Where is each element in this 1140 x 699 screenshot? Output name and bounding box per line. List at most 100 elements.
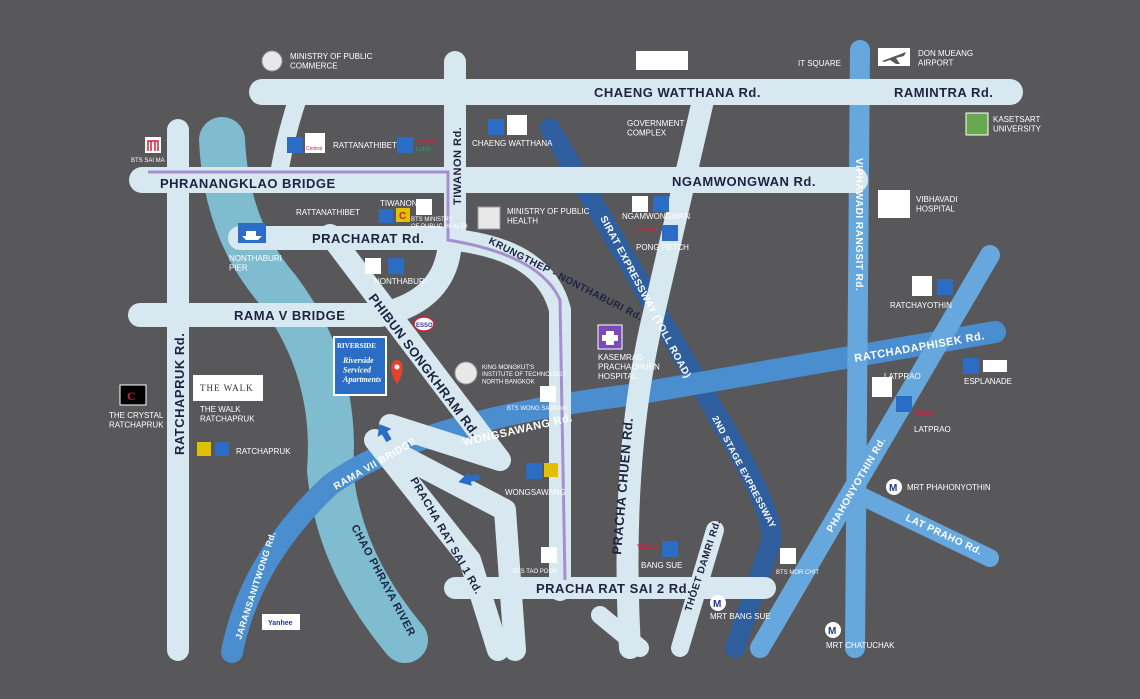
krungthep-nonthaburi-road <box>444 229 571 601</box>
label-pracharat: PRACHARAT Rd. <box>312 231 424 246</box>
shopping-cart-icon <box>662 225 678 241</box>
label-ratchapruk: RATCHAPRUK Rd. <box>172 333 187 455</box>
c-logo <box>396 208 410 222</box>
label-nonthaburi: NONTHABURI <box>374 277 427 286</box>
mrt-icon <box>710 595 726 611</box>
label-it-square: IT SQUARE <box>798 59 841 68</box>
the-walk-logo <box>193 375 263 401</box>
riverside-logo-text: RIVERSIDE <box>337 342 376 350</box>
mrt-icon <box>825 622 841 638</box>
pracha-chuen-lower <box>591 606 649 657</box>
label-latprao-top: LATPRAO <box>884 372 921 381</box>
tesco-logo-text: TESCO <box>416 140 437 146</box>
label-mrt-bang-sue: MRT BANG SUE <box>710 612 771 621</box>
shopping-cart-icon <box>963 358 979 374</box>
shopping-cart-icon <box>397 137 413 153</box>
label-mrt-chatuchak: MRT CHATUCHAK <box>826 641 895 650</box>
label-phranangklao: PHRANANGKLAO BRIDGE <box>160 176 336 191</box>
shopping-cart-icon <box>526 463 542 479</box>
esso-logo-text: ESSO <box>416 323 433 329</box>
lat-praho-road <box>846 484 999 567</box>
pracha-chuen-road <box>616 81 716 659</box>
shopping-cart-icon <box>662 541 678 557</box>
label-rama-v-bridge: RAMA V BRIDGE <box>234 308 345 323</box>
bts-icon <box>540 386 556 402</box>
rama-vii-bridge-road <box>221 321 1006 663</box>
phahonyothin-road <box>750 245 1000 658</box>
bts-icon <box>416 199 432 215</box>
c-logo <box>544 463 558 477</box>
central-logo <box>507 115 527 135</box>
thoet-damri-road <box>671 521 724 657</box>
ministry-seal-icon <box>261 50 283 72</box>
central-logo <box>872 377 892 397</box>
shopping-cart-icon <box>287 137 303 153</box>
label-ramintra: RAMINTRA Rd. <box>894 85 993 100</box>
label-bts-tao-poon: BTS TAO POON <box>513 569 557 575</box>
crystal-logo-text: C <box>127 389 136 403</box>
label-yanhee: Yanhee <box>268 620 293 627</box>
kmitnb-seal-icon <box>454 361 478 385</box>
label-pracha-rat-sai-2: PRACHA RAT SAI 2 Rd. <box>536 581 691 596</box>
mall-icon <box>365 258 381 274</box>
mrt-logo-text: M <box>828 626 836 637</box>
tesco-logo-text: TESCO <box>914 411 935 417</box>
shopping-cart-icon <box>937 279 953 295</box>
central-logo <box>305 133 325 153</box>
label-tiwanon: TIWANON Rd. <box>452 127 464 205</box>
label-bts-wong-sawang: BTS WONG SAWANG <box>507 406 568 412</box>
label-bang-sue: BANG SUE <box>641 561 682 570</box>
kasetsart-logo <box>965 112 989 136</box>
sirat-expressway <box>540 118 782 658</box>
mrt-icon <box>886 479 902 495</box>
direction-arrow-icon <box>458 472 481 486</box>
label-pong-petch: PONG PETCH <box>636 243 689 252</box>
label-lat-praho: LAT PRAHO Rd. <box>904 513 984 558</box>
bts-icon <box>632 196 648 212</box>
label-chaeng-watthana-store: CHAENG WATTHANA <box>472 139 553 148</box>
label-wongsawang-store: WONGSAWANG <box>505 488 566 497</box>
shopping-cart-icon <box>653 196 669 212</box>
pracha-rat-sai-1-road <box>364 429 509 661</box>
label-mrt-phahonyothin: MRT PHAHONYOTHIN <box>907 483 991 492</box>
phibun-songkhram-road <box>319 224 526 661</box>
riverside-apartments-logo <box>333 336 387 396</box>
bts-icon <box>780 548 796 564</box>
direction-arrow-icon <box>377 424 392 443</box>
shopping-cart-icon <box>488 119 504 135</box>
hospital-logo <box>878 190 910 218</box>
ministry-health-logo <box>477 206 501 230</box>
label-tiwanon-store: TIWANON <box>380 199 418 208</box>
shopping-cart-icon <box>215 442 229 456</box>
yanhee-logo <box>262 614 300 630</box>
shopping-cart-icon <box>388 258 404 274</box>
label-rattanathibet: RATTANATHIBET <box>296 208 360 217</box>
lotus-logo-text: Lotus <box>416 147 431 153</box>
label-ngamwongwan-store: NGAMWONGWAN <box>622 212 690 221</box>
central-logo-text: Central <box>306 146 322 152</box>
ratchapruk-spur <box>269 83 309 189</box>
location-pin-icon <box>391 360 403 384</box>
crystal-logo <box>119 384 147 406</box>
label-rattanathibet-top: RATTANATHIBET <box>333 141 397 150</box>
label-chaeng-watthana: CHAENG WATTHANA Rd. <box>594 85 761 100</box>
the-walk-logo-text: THE WALK <box>200 383 254 393</box>
mrt-logo-text: M <box>713 599 721 610</box>
label-bts-mor-chit: BTS MOR CHIT <box>776 570 819 576</box>
c-logo <box>197 442 211 456</box>
bts-purple-line <box>148 170 567 581</box>
tesco-logo-text: TESCO <box>636 228 657 234</box>
